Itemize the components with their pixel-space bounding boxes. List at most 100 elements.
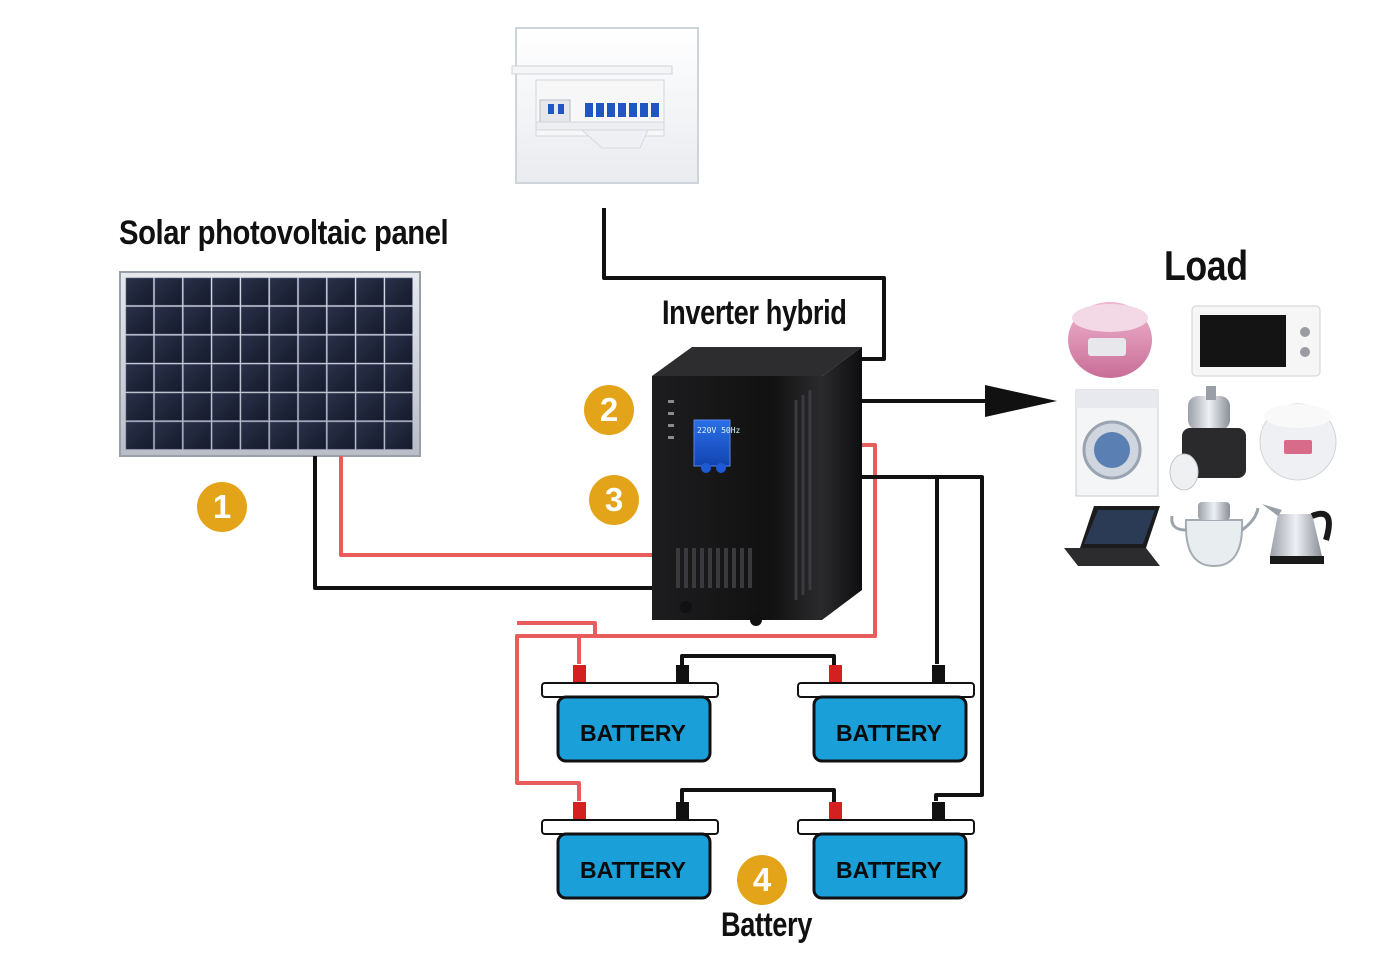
solar-cell <box>269 306 298 335</box>
solar-cell <box>327 277 356 306</box>
solar-cell <box>212 421 240 450</box>
solar-cell <box>183 277 212 306</box>
solar-cell <box>298 364 327 392</box>
solar-cell <box>327 306 356 335</box>
solar-cell <box>154 277 183 306</box>
solar-cell <box>183 392 212 421</box>
solar-cell <box>298 277 327 306</box>
solar-cell <box>125 277 154 306</box>
solar-cell <box>154 392 183 421</box>
solar-cell <box>183 421 212 450</box>
solar-cell <box>269 421 298 450</box>
positive-terminal <box>829 665 842 683</box>
solar-cell <box>212 364 240 392</box>
pv-positive-wire <box>339 456 655 557</box>
solar-cell <box>212 335 240 364</box>
solar-cell <box>356 277 384 306</box>
solar-panel-icon <box>119 271 421 457</box>
solar-cell <box>384 392 413 421</box>
solar-cell <box>154 306 183 335</box>
load-appliances <box>1064 302 1337 568</box>
negative-terminal <box>932 802 945 820</box>
solar-cell <box>269 364 298 392</box>
solar-cell <box>125 421 154 450</box>
negative-terminal <box>676 665 689 683</box>
washing-machine-icon <box>1075 389 1159 497</box>
negative-terminal <box>932 665 945 683</box>
battery-body <box>556 695 712 763</box>
wiring <box>313 208 990 804</box>
battery-2: BATTERY <box>797 665 975 763</box>
solar-cell <box>240 306 269 335</box>
solar-cell <box>327 421 356 450</box>
inverter-display: 220V 50Hz <box>697 426 741 435</box>
teapot-icon <box>1170 502 1260 568</box>
badge-3: 3 <box>589 475 639 525</box>
distribution-box-icon <box>511 27 699 184</box>
battery-positive-branch <box>517 621 597 636</box>
battery-negative-wire <box>860 475 984 801</box>
battery-bank: BATTERY BATTERY BATTERY BATTERY <box>541 665 975 900</box>
solar-cell <box>183 364 212 392</box>
solar-cell <box>327 364 356 392</box>
battery-positive-wire <box>515 443 877 801</box>
solar-cell <box>327 335 356 364</box>
solar-cell <box>384 335 413 364</box>
solar-cell <box>356 364 384 392</box>
solar-cell <box>212 392 240 421</box>
battery-label: BATTERY <box>580 720 686 746</box>
laptop-icon <box>1064 506 1160 566</box>
solar-cell <box>212 306 240 335</box>
battery-1: BATTERY <box>541 665 719 763</box>
battery-4: BATTERY <box>797 802 975 900</box>
load-label: Load <box>1164 242 1248 289</box>
battery-label: BATTERY <box>836 857 942 883</box>
solar-cell <box>269 335 298 364</box>
solar-cell <box>154 421 183 450</box>
solar-cell <box>356 392 384 421</box>
solar-cell <box>240 335 269 364</box>
solar-cell <box>298 335 327 364</box>
solar-cell <box>356 421 384 450</box>
battery-lid <box>541 819 719 835</box>
solar-cell <box>240 392 269 421</box>
solar-cell <box>298 421 327 450</box>
ac-wire-distribution <box>602 208 886 361</box>
battery-body <box>812 832 968 900</box>
negative-terminal <box>676 802 689 820</box>
solar-cell <box>384 306 413 335</box>
juicer-icon <box>1169 386 1246 491</box>
solar-cell <box>298 306 327 335</box>
battery-group-label: Battery <box>721 906 812 944</box>
solar-cell <box>384 364 413 392</box>
solar-cell <box>154 364 183 392</box>
battery-label: BATTERY <box>836 720 942 746</box>
solar-cell <box>298 392 327 421</box>
solar-cell <box>125 335 154 364</box>
electric-kettle-icon <box>1262 504 1332 564</box>
battery-lid <box>541 682 719 698</box>
solar-cell <box>240 364 269 392</box>
solar-cell <box>269 392 298 421</box>
solar-cell <box>125 392 154 421</box>
badge-1: 1 <box>197 482 247 532</box>
solar-cell <box>240 277 269 306</box>
solar-cell <box>154 335 183 364</box>
battery-body <box>812 695 968 763</box>
solar-cell <box>356 306 384 335</box>
solar-cell <box>269 277 298 306</box>
solar-cell <box>384 277 413 306</box>
battery-body <box>556 832 712 900</box>
solar-cell <box>183 306 212 335</box>
arrow-right-icon <box>985 385 1057 417</box>
solar-cell <box>212 277 240 306</box>
rice-cooker-white-icon <box>1259 403 1337 481</box>
series-link-bottom <box>680 788 836 804</box>
battery-label: BATTERY <box>580 857 686 883</box>
rice-cooker-icon <box>1068 302 1152 378</box>
battery-lid <box>797 819 975 835</box>
positive-terminal <box>573 665 586 683</box>
solar-cell <box>356 335 384 364</box>
solar-cell <box>125 306 154 335</box>
